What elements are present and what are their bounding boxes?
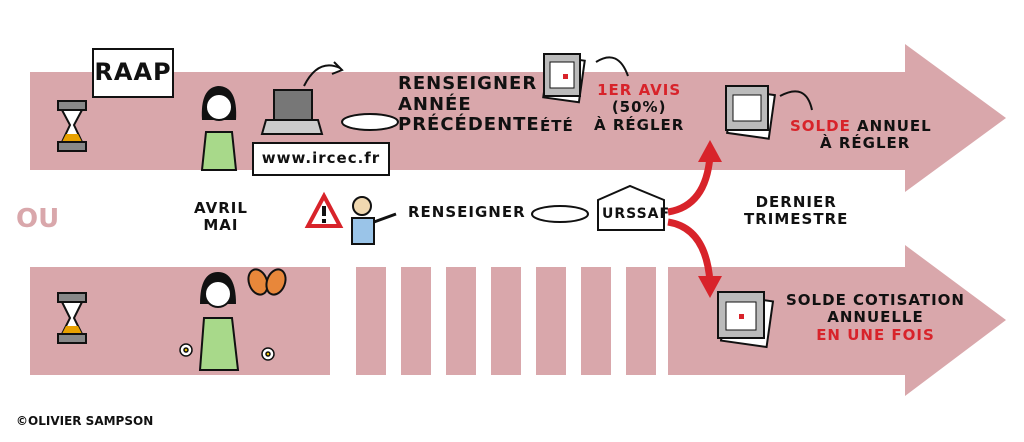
warning-icon xyxy=(304,191,344,228)
hourglass-icon xyxy=(57,292,87,344)
urssaf-label: URSSAF xyxy=(602,206,671,222)
renseigner-label: RENSEIGNER xyxy=(408,203,526,221)
hourglass-icon xyxy=(57,100,87,152)
butterfly-icon xyxy=(247,268,287,296)
calendar-icon xyxy=(725,85,776,140)
plate-icon xyxy=(531,205,589,223)
website-url[interactable]: www.ircec.fr xyxy=(252,142,390,176)
solde-annuel: SOLDE ANNUEL À RÉGLER xyxy=(790,117,932,153)
plate-icon xyxy=(341,113,399,131)
house-icon xyxy=(597,184,665,231)
step-renseigner-annee: RENSEIGNER ANNÉE PRÉCÉDENTE xyxy=(398,73,540,136)
laptop-icon xyxy=(260,89,324,135)
period-label: AVRIL MAI xyxy=(194,199,248,235)
red-arrow-up xyxy=(667,155,714,216)
flower-icon xyxy=(179,343,275,361)
bottom-arrow-band xyxy=(668,245,1006,396)
calendar-icon xyxy=(542,53,586,104)
ete-label: ÉTÉ xyxy=(540,117,574,135)
credit-label: ©OLIVIER SAMPSON xyxy=(16,414,154,428)
curved-arrow xyxy=(595,56,629,77)
person-bottom xyxy=(198,272,240,371)
person-man xyxy=(351,196,397,245)
premier-avis: 1ER AVIS (50%) À RÉGLER xyxy=(594,81,685,134)
calendar-icon xyxy=(717,291,775,349)
solde-cotisation: SOLDE COTISATION ANNUELLE EN UNE FOIS xyxy=(786,291,965,344)
raap-label: RAAP xyxy=(92,48,174,98)
curved-arrow xyxy=(779,90,813,111)
dernier-trimestre: DERNIER TRIMESTRE xyxy=(744,193,849,229)
ou-label: OU xyxy=(16,204,60,234)
person-top xyxy=(200,86,238,171)
curved-arrow xyxy=(303,64,341,87)
red-arrow-down xyxy=(667,218,714,283)
bottom-band-stripes xyxy=(356,267,656,375)
